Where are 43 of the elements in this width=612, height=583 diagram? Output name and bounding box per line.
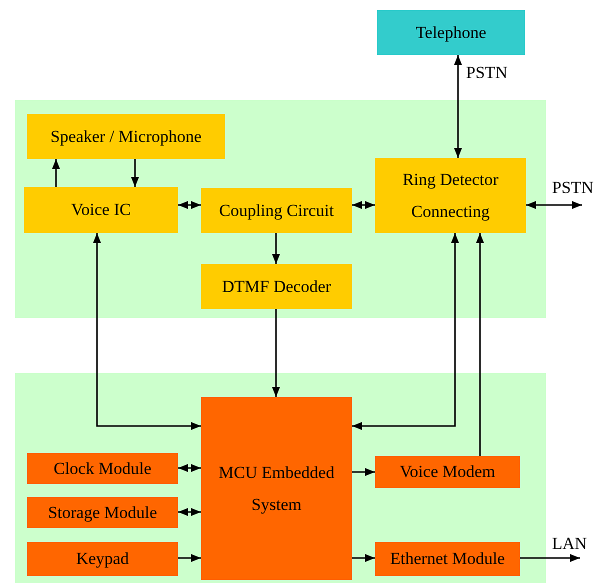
block-label: Ethernet Module bbox=[390, 548, 505, 570]
arrow bbox=[272, 309, 280, 397]
arrow bbox=[178, 201, 201, 209]
block-box bbox=[27, 542, 178, 576]
panel-background bbox=[15, 100, 546, 318]
arrow bbox=[52, 159, 60, 187]
block-box bbox=[201, 188, 352, 233]
arrow bbox=[454, 55, 462, 158]
arrow bbox=[476, 233, 484, 456]
arrow bbox=[352, 554, 375, 562]
block-box bbox=[375, 158, 526, 233]
arrow bbox=[178, 464, 201, 472]
block-box bbox=[201, 264, 352, 309]
block-label: Voice Modem bbox=[400, 461, 496, 483]
block-label: DTMF Decoder bbox=[222, 276, 332, 298]
block-label: Speaker / Microphone bbox=[50, 126, 202, 148]
block-label: Telephone bbox=[416, 22, 486, 44]
arrow bbox=[352, 468, 375, 476]
block-box bbox=[27, 497, 178, 528]
block-box bbox=[24, 187, 178, 233]
arrow bbox=[352, 233, 459, 430]
panel-background bbox=[15, 373, 546, 583]
block-label: Ring Detector Connecting bbox=[402, 168, 500, 223]
arrow bbox=[93, 233, 201, 430]
block-label: MCU Embedded System bbox=[218, 462, 336, 516]
arrow bbox=[272, 233, 280, 264]
arrow bbox=[520, 554, 580, 562]
block-box bbox=[377, 10, 525, 55]
block-label: Coupling Circuit bbox=[219, 200, 334, 222]
block-box bbox=[375, 456, 520, 488]
block-label: Voice IC bbox=[71, 199, 131, 221]
arrow bbox=[178, 508, 201, 516]
block-box bbox=[27, 453, 178, 484]
block-label: Keypad bbox=[76, 548, 129, 570]
block-label: Clock Module bbox=[54, 458, 152, 480]
arrow bbox=[178, 554, 201, 562]
block-label: Storage Module bbox=[48, 502, 158, 524]
block-box bbox=[27, 114, 225, 159]
arrow bbox=[352, 201, 375, 209]
block-box bbox=[201, 397, 352, 580]
arrow bbox=[131, 159, 139, 187]
arrow bbox=[526, 201, 582, 209]
block-box bbox=[375, 542, 520, 576]
